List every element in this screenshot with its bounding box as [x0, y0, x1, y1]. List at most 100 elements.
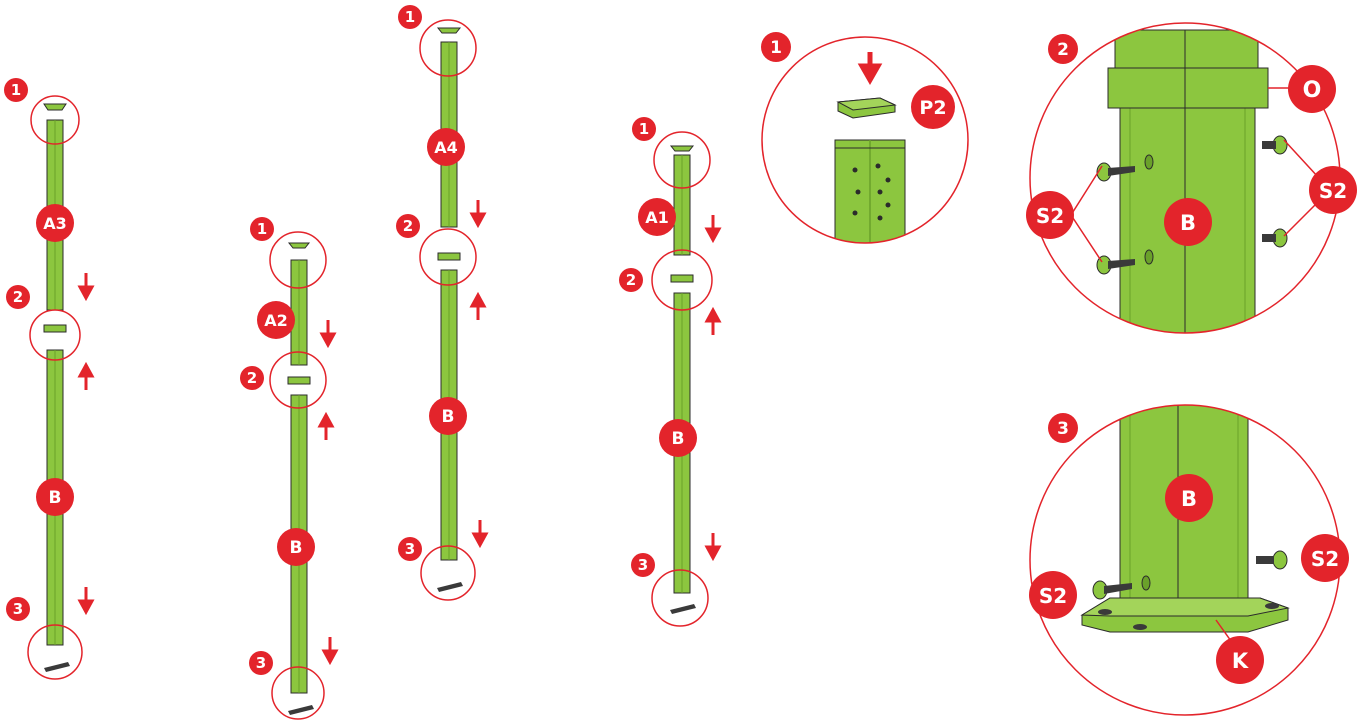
part-label-top: A4: [427, 128, 465, 166]
screw-icon: [1262, 228, 1288, 248]
svg-text:1: 1: [11, 81, 21, 99]
step-circle-1: [269, 231, 327, 289]
part-label-bottom: B: [429, 397, 467, 435]
arrow-down-icon: [857, 52, 883, 86]
part-label-bottom: B: [277, 528, 315, 566]
post-cap: [43, 103, 67, 111]
part-label-s2-right: S2: [1309, 166, 1357, 214]
arrow-down-icon: [319, 320, 337, 349]
part-label-top: A3: [36, 204, 74, 242]
step-circle-3: [420, 545, 476, 601]
svg-text:B: B: [1180, 211, 1196, 235]
part-label-p2: P2: [911, 85, 955, 129]
arrow-up-icon: [317, 411, 335, 440]
detail-collar: 2 O B S2 S2: [1026, 22, 1357, 334]
svg-text:3: 3: [13, 600, 23, 618]
arrow-down-icon: [704, 215, 722, 244]
post-foot: [670, 604, 696, 614]
step-circle-1: [653, 131, 711, 189]
step-badge-3: 3: [1048, 413, 1078, 443]
svg-text:A2: A2: [264, 311, 288, 330]
step-circle-3: [651, 569, 709, 627]
step-badge-2: 2: [1048, 34, 1078, 64]
step-circle-3: [271, 666, 325, 720]
step-badge-1: 1: [761, 32, 791, 62]
svg-text:A1: A1: [645, 208, 669, 227]
post-holes: [852, 163, 891, 221]
post-cap: [669, 145, 695, 152]
step-badge-1: 1: [398, 5, 422, 29]
svg-text:1: 1: [639, 120, 649, 138]
step-badge-1: 1: [4, 78, 28, 102]
post-connector: [437, 252, 461, 261]
svg-text:O: O: [1303, 78, 1322, 103]
svg-text:B: B: [672, 429, 685, 449]
part-label-s2-left: S2: [1029, 571, 1077, 619]
part-label-top: A2: [257, 301, 295, 339]
arrow-up-icon: [469, 291, 487, 320]
arrow-down-icon: [321, 637, 339, 666]
step-circle-2: [269, 351, 327, 409]
step-circle-2: [419, 228, 477, 286]
part-label-b: B: [1165, 474, 1213, 522]
step-badge-3: 3: [398, 537, 422, 561]
post-connector: [670, 274, 694, 283]
post-assembly-a2: 1 2 3 A2 B: [240, 217, 339, 720]
step-badge-3: 3: [249, 651, 273, 675]
svg-text:3: 3: [256, 654, 266, 672]
step-badge-2: 2: [396, 214, 420, 238]
svg-text:A3: A3: [43, 214, 67, 233]
svg-text:S2: S2: [1036, 204, 1064, 228]
svg-text:P2: P2: [919, 97, 946, 119]
arrow-down-icon: [77, 587, 95, 616]
post-foot: [288, 705, 314, 715]
arrow-down-icon: [471, 520, 489, 549]
arrow-down-icon: [469, 200, 487, 229]
post-foot: [437, 582, 463, 592]
part-label-s2-left: S2: [1026, 191, 1074, 239]
step-circle-2: [651, 249, 713, 311]
post-assembly-a1: 1 2 3 A1 B: [619, 117, 722, 627]
svg-text:B: B: [290, 538, 303, 558]
detail-base: 3 B S2 S2 K: [1029, 404, 1349, 716]
part-label-b: B: [1164, 198, 1212, 246]
step-badge-3: 3: [6, 597, 30, 621]
detail-cap: 1 P2: [761, 32, 969, 244]
part-label-k: K: [1216, 636, 1264, 684]
post-foot: [44, 662, 70, 672]
step-circle-2: [29, 309, 81, 361]
part-label-o: O: [1288, 65, 1336, 113]
svg-text:2: 2: [403, 217, 413, 235]
step-badge-2: 2: [240, 366, 264, 390]
svg-text:3: 3: [1057, 419, 1069, 439]
collar-piece: [1107, 67, 1269, 109]
svg-text:1: 1: [770, 38, 782, 58]
post-connector: [287, 376, 311, 385]
svg-text:1: 1: [257, 220, 267, 238]
step-badge-2: 2: [6, 285, 30, 309]
svg-text:B: B: [49, 488, 62, 508]
post-assembly-a4: 1 2 3 A4 B: [396, 5, 489, 601]
svg-text:2: 2: [1057, 40, 1069, 60]
svg-text:1: 1: [405, 8, 415, 26]
step-circle-1: [30, 95, 80, 145]
post-cap: [287, 242, 311, 249]
svg-text:A4: A4: [434, 138, 458, 157]
arrow-up-icon: [77, 361, 95, 390]
screw-icon: [1256, 550, 1288, 570]
svg-text:B: B: [442, 407, 455, 427]
svg-text:2: 2: [626, 271, 636, 289]
step-badge-1: 1: [632, 117, 656, 141]
screw-icon: [1262, 135, 1288, 155]
svg-text:S2: S2: [1311, 547, 1339, 571]
step-circle-1: [419, 19, 477, 77]
svg-text:2: 2: [13, 288, 23, 306]
part-label-s2-right: S2: [1301, 534, 1349, 582]
svg-text:3: 3: [638, 556, 648, 574]
screw-icon: [1092, 580, 1132, 600]
arrow-down-icon: [77, 273, 95, 302]
svg-text:S2: S2: [1039, 584, 1067, 608]
part-label-bottom: B: [36, 478, 74, 516]
step-badge-2: 2: [619, 268, 643, 292]
post-cap: [436, 27, 462, 34]
